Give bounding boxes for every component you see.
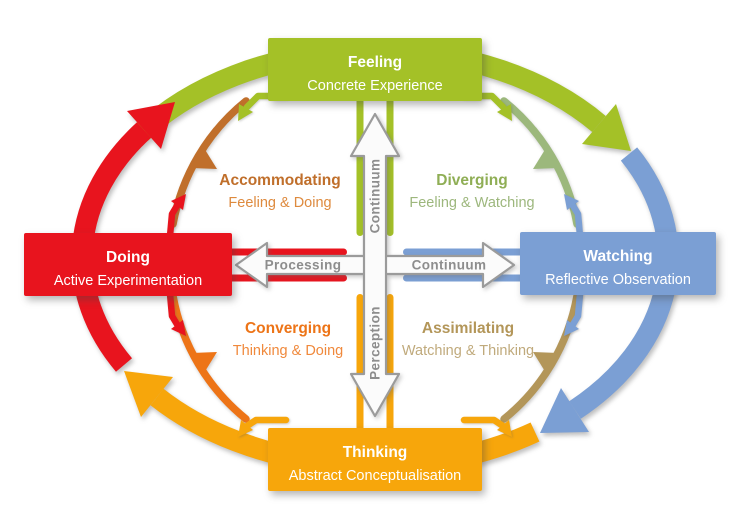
outer-arrowhead-amber-icon: [124, 371, 173, 417]
thinking-box-title: Thinking: [343, 444, 408, 461]
continuum-horizontal-label: Continuum: [412, 258, 487, 273]
watching-tab-top: [403, 248, 525, 256]
thinking-box-subtitle: Abstract Conceptualisation: [289, 468, 462, 484]
feeling-left-arrowhead-icon: [238, 104, 253, 121]
doing-down-arrowhead-icon: [171, 320, 186, 336]
watching-tab-bottom: [403, 274, 525, 282]
thinking-right-arrowhead-icon: [497, 420, 512, 437]
inner-chevron-converging-icon: [192, 352, 217, 373]
continuum-vertical-label: Continuum: [368, 159, 383, 234]
watching-down-arrowhead-icon: [564, 320, 579, 336]
accommodating-subtitle: Feeling & Doing: [228, 195, 331, 211]
doing-down-arrow: [166, 290, 182, 330]
watching-up-arrowhead-icon: [564, 194, 579, 210]
perception-continuum-arrow-vertical: [349, 112, 401, 418]
assimilating-title: Assimilating: [422, 320, 514, 337]
thinking-tab-right: [386, 294, 394, 434]
watching-box: [520, 232, 716, 295]
diverging-title: Diverging: [436, 172, 507, 189]
feeling-box-title: Feeling: [348, 54, 402, 71]
axis-boxes: Feeling Concrete Experience Watching Ref…: [24, 38, 716, 491]
outer-arrowhead-green-icon: [582, 104, 631, 151]
inner-arc-assimilating: [500, 292, 581, 423]
feeling-right-arrowhead-icon: [497, 104, 512, 121]
thinking-right-elbow-arrow: [460, 416, 507, 430]
watching-box-subtitle: Reflective Observation: [545, 272, 691, 288]
inner-chevron-assimilating-icon: [533, 352, 558, 373]
inner-chevron-diverging-icon: [533, 148, 558, 169]
doing-box-subtitle: Active Experimentation: [54, 273, 202, 289]
assimilating-subtitle: Watching & Thinking: [402, 343, 534, 359]
converging-title: Converging: [245, 320, 331, 337]
doing-tab-top: [225, 248, 347, 256]
quadrant-labels: Accommodating Feeling & Doing Diverging …: [219, 172, 534, 359]
diverging-subtitle: Feeling & Watching: [409, 195, 534, 211]
converging-subtitle: Thinking & Doing: [233, 343, 343, 359]
box-connector-arrows: [166, 92, 584, 437]
watching-up-arrow: [568, 200, 584, 240]
inner-arc-converging: [169, 292, 250, 423]
watching-down-arrow: [568, 290, 584, 330]
processing-label: Processing: [265, 258, 342, 273]
outer-arrowhead-red-icon: [127, 102, 175, 149]
outer-arrowhead-blue-icon: [540, 388, 589, 433]
doing-up-arrow: [166, 200, 182, 240]
thinking-box: [268, 428, 482, 491]
doing-up-arrowhead-icon: [171, 194, 186, 210]
thinking-left-elbow-arrow: [243, 416, 290, 430]
doing-box-title: Doing: [106, 249, 150, 266]
thinking-tab-left: [356, 294, 364, 434]
inner-chevron-accommodating-icon: [192, 148, 217, 169]
feeling-tab-right: [386, 96, 394, 236]
accommodating-title: Accommodating: [219, 172, 340, 189]
perception-label: Perception: [368, 306, 383, 380]
thinking-left-arrowhead-icon: [238, 420, 253, 437]
feeling-box-subtitle: Concrete Experience: [307, 78, 442, 94]
doing-tab-bottom: [225, 274, 347, 282]
watching-box-title: Watching: [583, 248, 652, 265]
doing-box: [24, 233, 232, 296]
axis-cross: Processing Continuum Continuum Perceptio…: [234, 112, 516, 418]
feeling-box: [268, 38, 482, 101]
feeling-tab-left: [356, 96, 364, 236]
